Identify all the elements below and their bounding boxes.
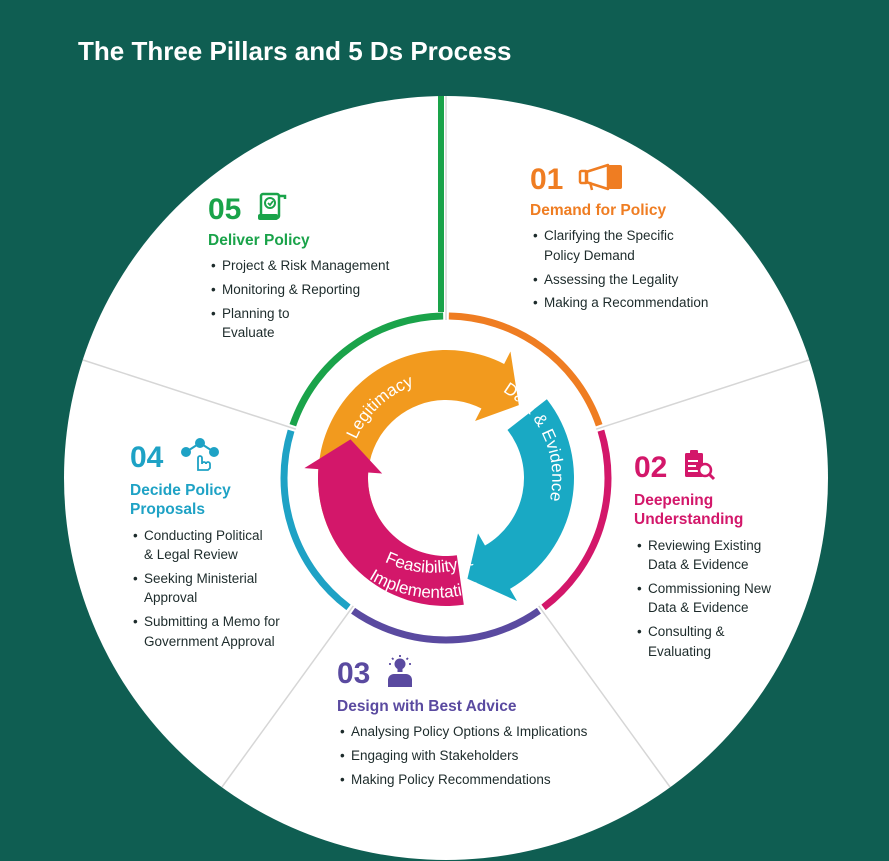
list-item: Monitoring & Reporting bbox=[208, 280, 448, 300]
ring-arc-deepening bbox=[541, 429, 612, 611]
list-item: Consulting & Evaluating bbox=[634, 622, 824, 661]
segment-number: 03 bbox=[337, 656, 371, 690]
network-hand-icon bbox=[178, 438, 222, 477]
list-item: Making Policy Recommendations bbox=[337, 770, 657, 790]
list-item: Clarifying the Specific Policy Demand bbox=[530, 226, 770, 265]
list-item: Assessing the Legality bbox=[530, 270, 770, 290]
segment-number: 05 bbox=[208, 192, 242, 226]
ring-arc-demand bbox=[448, 312, 603, 427]
list-item: Planning to Evaluate bbox=[208, 304, 448, 343]
segment-number: 01 bbox=[530, 162, 564, 196]
document-search-icon bbox=[682, 448, 716, 487]
ring-arc-design bbox=[351, 607, 541, 644]
certificate-scroll-icon bbox=[256, 192, 288, 227]
segment-list: Analysing Policy Options & Implications … bbox=[337, 722, 657, 789]
segment-heading: Deepening Understanding bbox=[634, 492, 744, 529]
segment-list: Conducting Political & Legal Review Seek… bbox=[130, 526, 350, 651]
segment-demand-for-policy: 01 Demand for Policy Clarifying the Spec… bbox=[530, 162, 770, 317]
list-item: Submitting a Memo for Government Approva… bbox=[130, 612, 350, 651]
segment-number: 02 bbox=[634, 450, 668, 484]
segment-number: 04 bbox=[130, 440, 164, 474]
segment-deliver-policy: 05 Deliver Policy Project & Risk Managem… bbox=[208, 192, 448, 347]
segment-heading: Design with Best Advice bbox=[337, 698, 517, 715]
arrow-data-evidence bbox=[467, 399, 574, 601]
list-item: Engaging with Stakeholders bbox=[337, 746, 657, 766]
segment-heading: Demand for Policy bbox=[530, 202, 667, 219]
segment-heading: Deliver Policy bbox=[208, 232, 310, 249]
list-item: Commissioning New Data & Evidence bbox=[634, 579, 824, 618]
segment-list: Clarifying the Specific Policy Demand As… bbox=[530, 226, 770, 312]
list-item: Making a Recommendation bbox=[530, 293, 770, 313]
segment-list: Reviewing Existing Data & Evidence Commi… bbox=[634, 536, 824, 661]
person-lightbulb-icon bbox=[385, 654, 415, 693]
segment-design-best-advice: 03 Design with Best Advice Analysing Pol… bbox=[337, 654, 657, 793]
segment-decide-policy-proposals: 04 Decide Policy Proposals Conducting Po… bbox=[130, 438, 350, 655]
segment-deepening-understanding: 02 Deepening Understanding Reviewing Exi… bbox=[634, 448, 824, 665]
list-item: Seeking Ministerial Approval bbox=[130, 569, 350, 608]
list-item: Analysing Policy Options & Implications bbox=[337, 722, 657, 742]
list-item: Reviewing Existing Data & Evidence bbox=[634, 536, 824, 575]
segment-list: Project & Risk Management Monitoring & R… bbox=[208, 256, 448, 342]
segment-heading: Decide Policy Proposals bbox=[130, 482, 231, 519]
page-title: The Three Pillars and 5 Ds Process bbox=[78, 36, 512, 66]
list-item: Project & Risk Management bbox=[208, 256, 448, 276]
list-item: Conducting Political & Legal Review bbox=[130, 526, 350, 565]
megaphone-icon bbox=[578, 162, 626, 197]
arrow-feasibility bbox=[304, 439, 464, 606]
